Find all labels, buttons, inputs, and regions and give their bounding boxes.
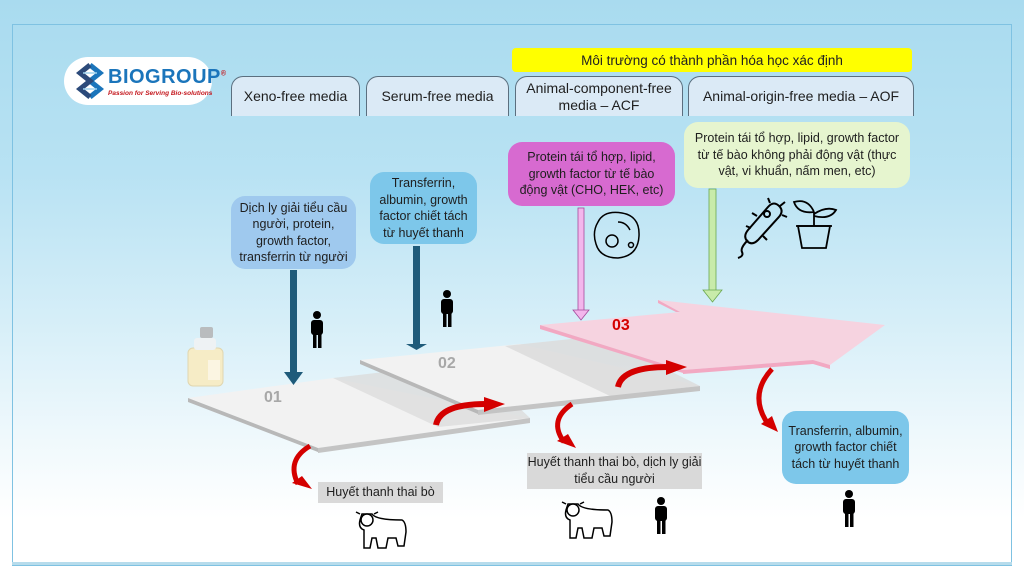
plant-pot-icon — [792, 200, 838, 249]
input-arrow-04 — [702, 188, 723, 303]
step-number-02: 02 — [438, 355, 456, 372]
defined-media-banner: Môi trường có thành phần hóa học xác địn… — [512, 48, 912, 72]
removal-arrowhead-02 — [557, 434, 576, 448]
logo-name: BIOGROUP® — [108, 66, 227, 89]
step-number-03: 03 — [612, 317, 630, 334]
transition-arrowhead-01-02 — [484, 397, 505, 412]
step-platform-03 — [540, 300, 885, 374]
input-arrow-03 — [572, 207, 590, 321]
tab-serum-free-media: Serum-free media — [366, 76, 509, 116]
dna-logo-icon — [75, 63, 105, 99]
logo-name-text: BIOGROUP — [108, 66, 221, 88]
biogroup-logo: BIOGROUP® Passion for Serving Bio-soluti… — [64, 57, 226, 105]
transition-arrowhead-02-03 — [666, 360, 687, 375]
person-icon — [655, 497, 667, 534]
step-number-01: 01 — [264, 389, 282, 406]
transition-arrow-01-02 — [433, 401, 487, 426]
input-box-acf: Protein tái tổ hợp, lipid, growth factor… — [508, 142, 675, 206]
slide-frame-bottom — [12, 562, 1012, 565]
step-platform-02 — [360, 336, 700, 415]
transition-arrow-02-03 — [615, 364, 669, 388]
removed-label-01: Huyết thanh thai bò — [318, 482, 443, 503]
input-box-xeno-free: Dịch ly giải tiểu cầu người, protein, gr… — [231, 196, 356, 269]
cow-icon — [561, 501, 613, 539]
tab-xeno-free-media: Xeno-free media — [231, 76, 360, 116]
person-icon — [311, 311, 323, 348]
logo-registered-mark: ® — [220, 70, 227, 78]
input-arrow-01 — [284, 270, 303, 385]
bacteria-icon — [737, 197, 788, 259]
animal-cell-icon — [593, 211, 640, 259]
input-arrow-02 — [406, 246, 427, 350]
removal-arrowhead-03 — [761, 416, 778, 432]
removed-label-02: Huyết thanh thai bò, dịch ly giải tiểu c… — [527, 453, 702, 489]
cow-icon — [355, 511, 407, 549]
input-box-serum-free: Transferrin, albumin, growth factor chiế… — [370, 172, 477, 244]
media-bottle-icon — [187, 327, 224, 387]
person-icon — [843, 490, 855, 527]
tab-aof-media: Animal-origin-free media – AOF — [688, 76, 914, 116]
removal-arrow-03 — [756, 367, 774, 426]
input-box-aof: Protein tái tổ hợp, lipid, growth factor… — [684, 122, 910, 188]
logo-tagline: Passion for Serving Bio-solutions — [108, 90, 213, 97]
person-icon — [441, 290, 453, 327]
removal-arrowhead-01 — [292, 476, 312, 489]
tab-acf-media: Animal-component-free media – ACF — [515, 76, 683, 116]
removed-box-03: Transferrin, albumin, growth factor chiế… — [782, 411, 909, 484]
